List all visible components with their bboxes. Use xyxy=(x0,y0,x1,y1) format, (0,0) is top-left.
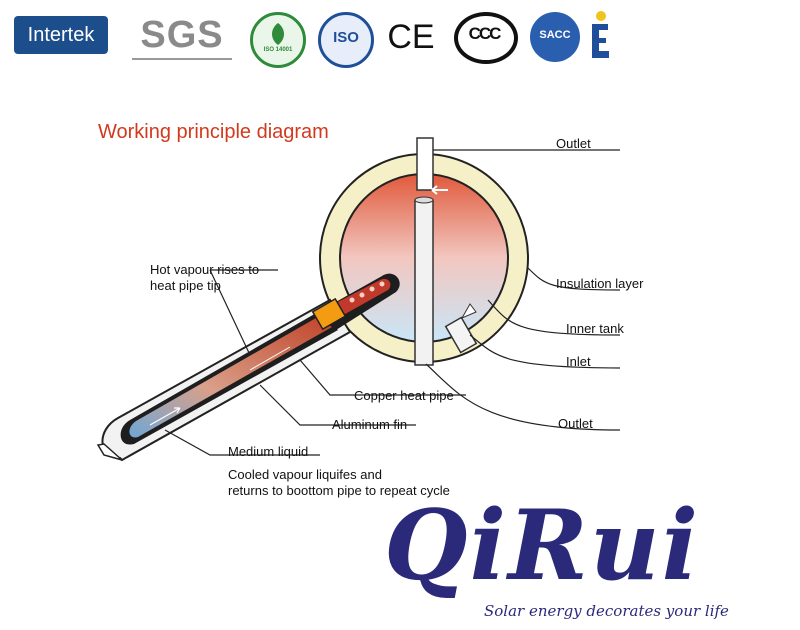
ccc-mark: CCC xyxy=(452,10,518,64)
label-copper-heat-pipe: Copper heat pipe xyxy=(354,388,454,403)
sacc-badge: SACC xyxy=(530,12,580,62)
evacuated-tube xyxy=(96,298,352,462)
label-cooled-vapour: Cooled vapour liquifes and returns to bo… xyxy=(228,467,450,498)
e-certification-icon xyxy=(592,11,609,58)
flow-arrow-icon xyxy=(431,185,448,195)
iso14001-badge: ISO 14001 xyxy=(250,12,306,68)
internal-riser-pipe xyxy=(414,199,434,366)
ccc-ring xyxy=(454,12,518,64)
brand-slogan: Solar energy decorates your life xyxy=(484,602,729,620)
label-outlet-top: Outlet xyxy=(556,136,591,151)
iso14001-text: ISO 14001 xyxy=(263,47,293,53)
ce-mark: CE xyxy=(387,18,435,56)
label-outlet-bottom: Outlet xyxy=(558,416,593,431)
diagram-title: Working principle diagram xyxy=(98,121,329,143)
sacc-text: SACC xyxy=(539,29,571,41)
iso-text: ISO xyxy=(333,29,359,46)
brand-logo: QiRui xyxy=(384,489,701,602)
iso-badge: ISO xyxy=(318,12,374,68)
ccc-text: CCC xyxy=(468,24,502,43)
label-aluminum-fin: Aluminum fin xyxy=(332,417,408,432)
label-inlet: Inlet xyxy=(566,354,591,369)
top-outlet-pipe xyxy=(416,137,434,191)
label-insulation-layer: Insulation layer xyxy=(556,276,644,291)
riser-opening xyxy=(414,196,434,204)
label-medium-liquid: Medium liquid xyxy=(228,444,309,459)
brand-block: QiRui Solar energy decorates your life xyxy=(384,490,800,630)
certification-logos: Intertek SGS ISO 14001 ISO CE CCC SACC xyxy=(0,0,800,70)
leaf-icon xyxy=(272,23,284,45)
sgs-logo: SGS xyxy=(140,14,224,56)
leader-lines xyxy=(164,149,621,456)
label-inner-tank: Inner tank xyxy=(566,321,624,336)
sgs-underline xyxy=(132,58,232,60)
intertek-logo: Intertek xyxy=(14,16,108,54)
tube-seal xyxy=(311,297,347,331)
inlet-pipe xyxy=(444,303,478,354)
label-hot-vapour: Hot vapour rises to heat pipe tip xyxy=(150,262,260,293)
